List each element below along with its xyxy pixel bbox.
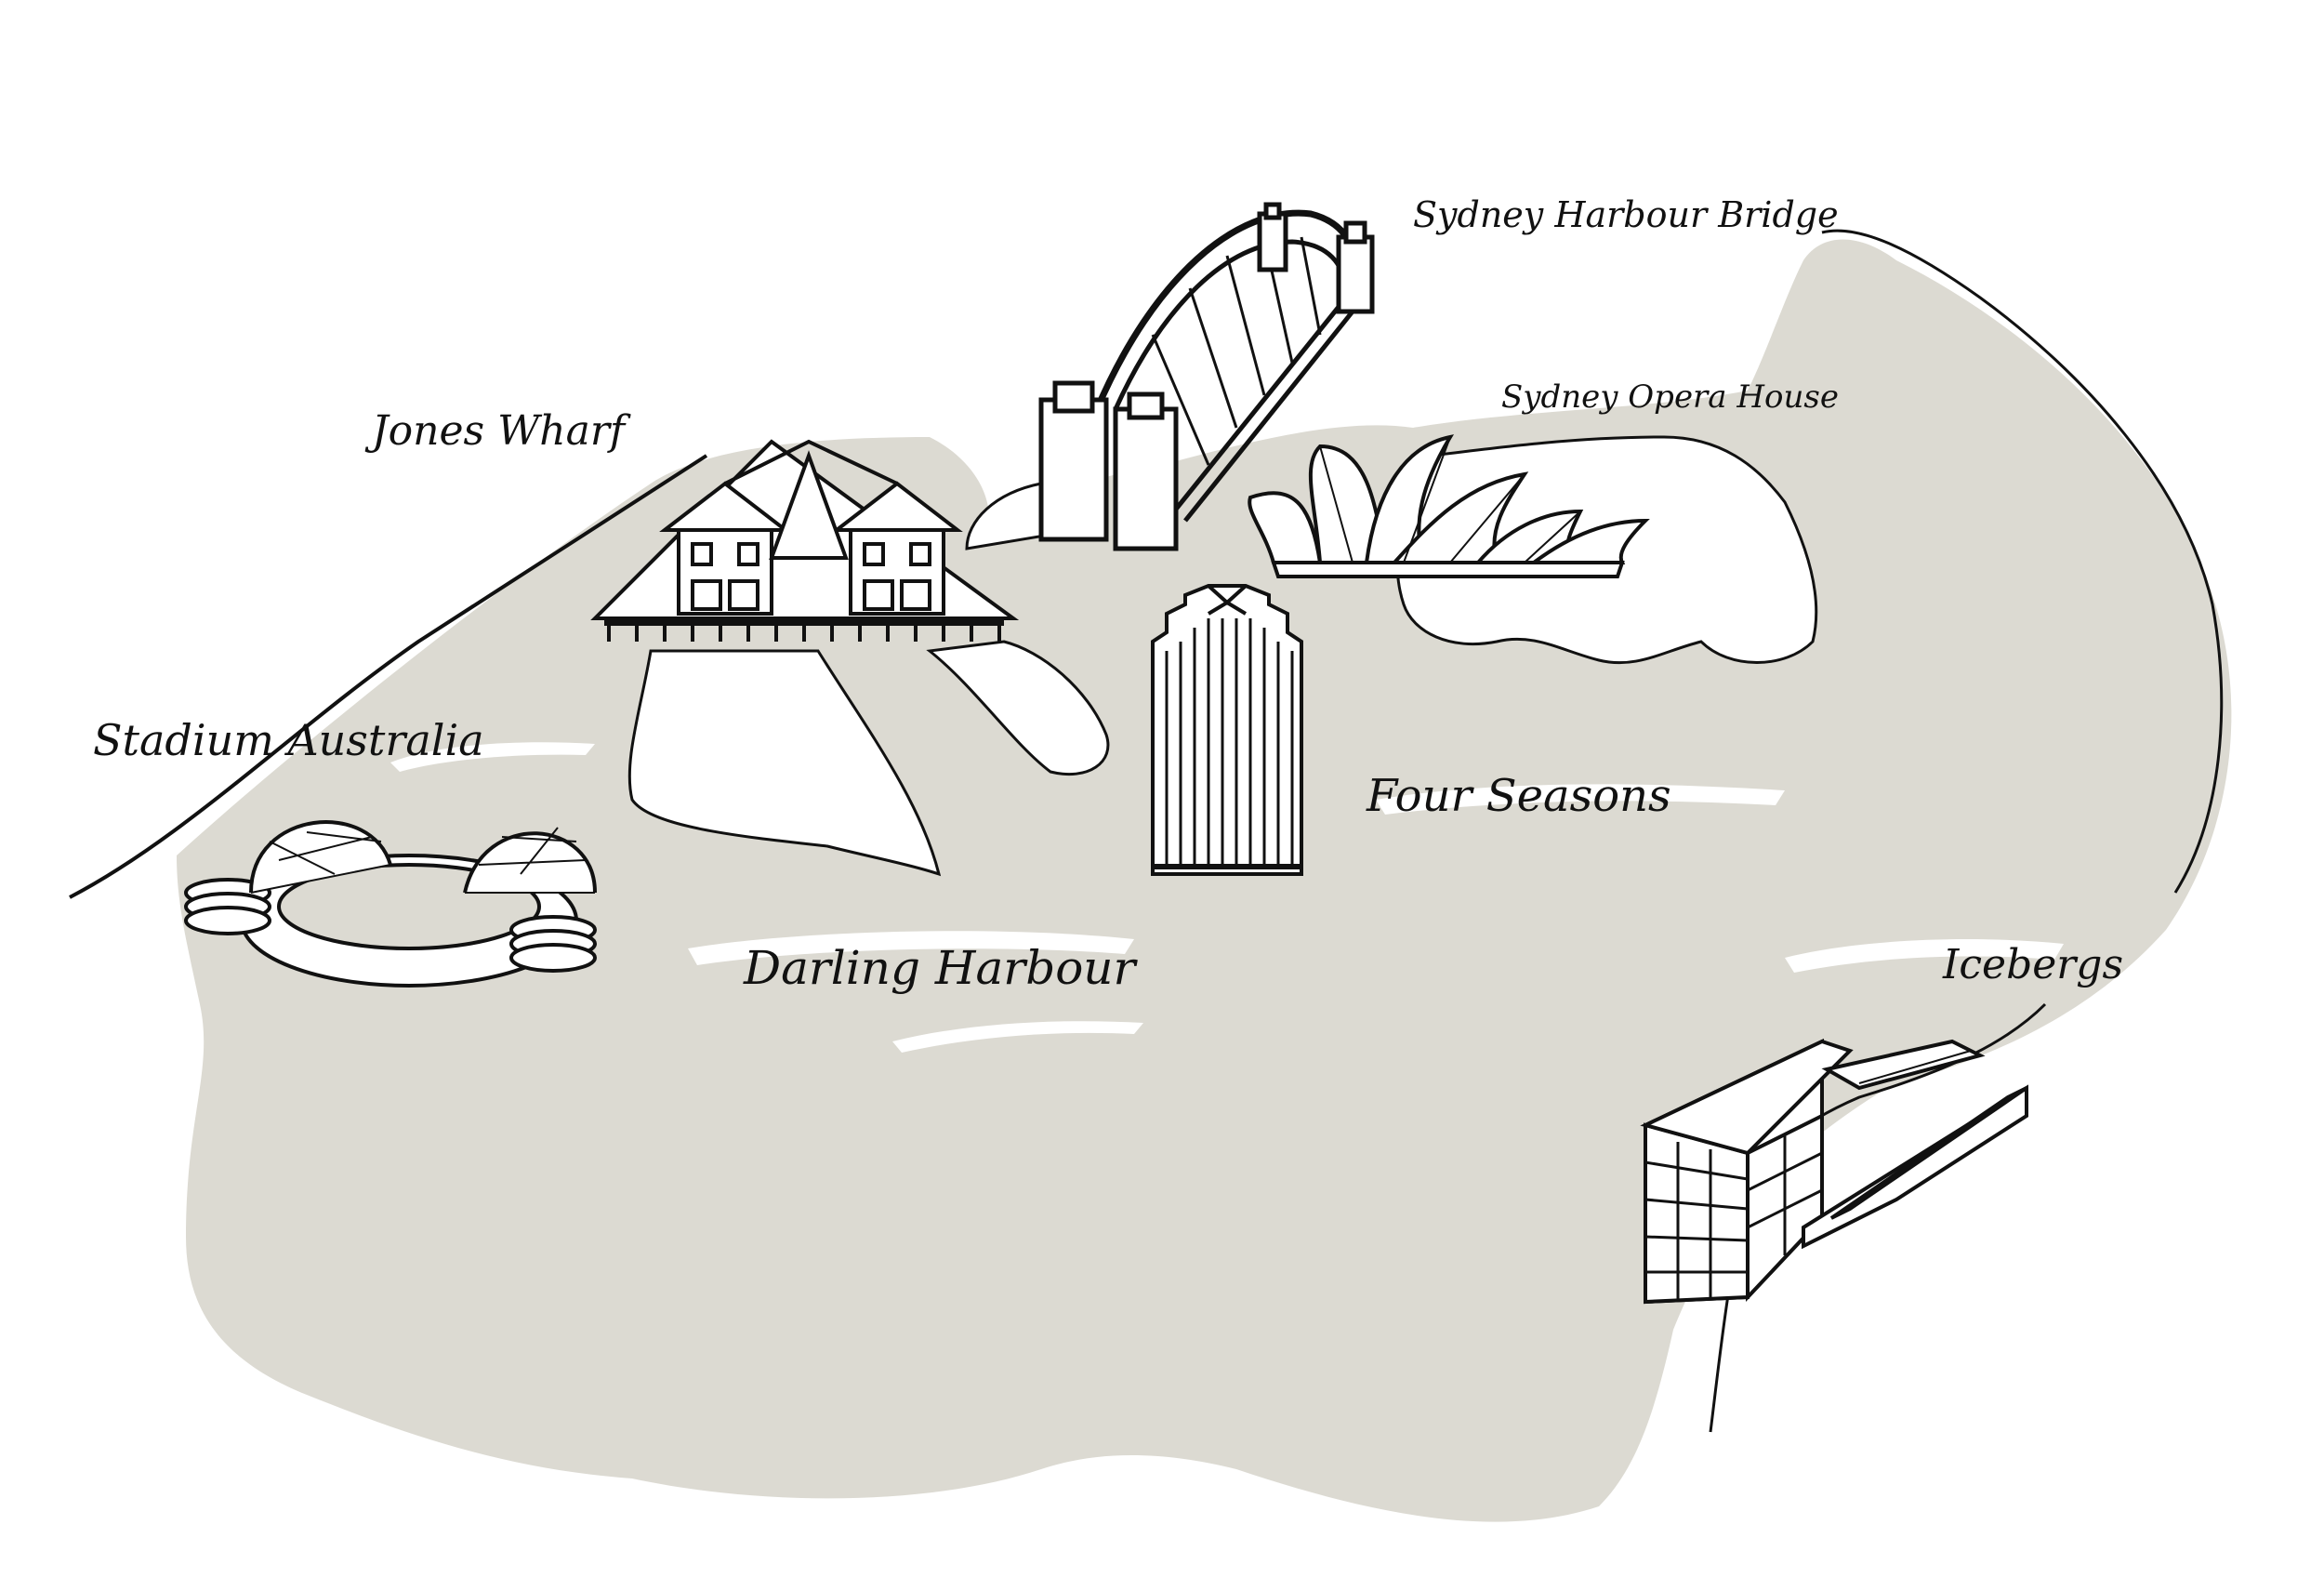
stadium-icon bbox=[184, 820, 597, 988]
label-four-seasons: Four Seasons bbox=[1366, 770, 1671, 822]
opera-house-icon bbox=[1248, 434, 1650, 578]
label-sydney-opera-house: Sydney Opera House bbox=[1501, 378, 1839, 416]
label-icebergs: Icebergs bbox=[1942, 941, 2123, 988]
wharf-building-icon bbox=[590, 439, 1020, 642]
label-sydney-harbour-bridge: Sydney Harbour Bridge bbox=[1413, 194, 1839, 235]
icebergs-pool-icon bbox=[1640, 1038, 2028, 1305]
four-seasons-tower-icon bbox=[1151, 584, 1303, 876]
label-stadium-australia: Stadium Australia bbox=[93, 715, 484, 765]
label-jones-wharf: Jones Wharf bbox=[364, 407, 631, 455]
harbour-bridge-icon bbox=[1038, 202, 1375, 551]
label-darling-harbour: Darling Harbour bbox=[743, 941, 1139, 995]
